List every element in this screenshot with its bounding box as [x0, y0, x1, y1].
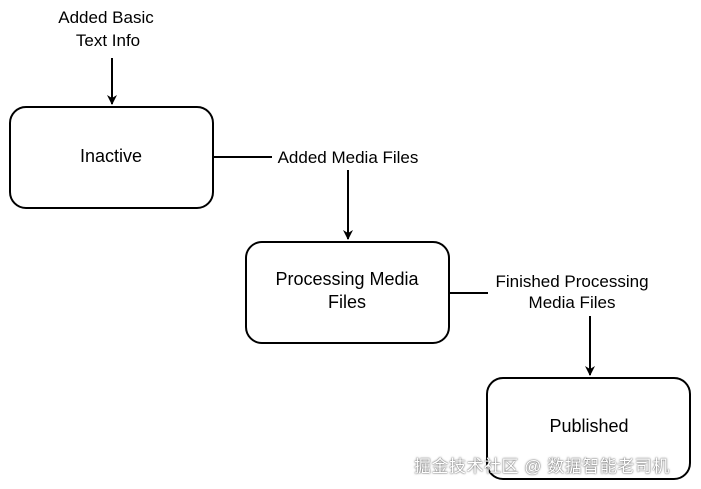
state-published-label: Published [549, 416, 628, 436]
edge-label-finished-processing-line1: Finished Processing [495, 272, 648, 291]
state-inactive-label: Inactive [80, 146, 142, 166]
edge-label-finished-processing-line2: Media Files [529, 293, 616, 312]
watermark: 掘金技术社区 @ 数据智能老司机 [414, 457, 670, 476]
edge-label-added-basic-text-info-line2: Text Info [76, 31, 140, 50]
state-processing-label-line2: Files [328, 292, 366, 312]
state-published [486, 377, 691, 480]
edge-label-added-basic-text-info-line1: Added Basic [58, 8, 154, 27]
state-processing-label-line1: Processing Media [275, 269, 419, 289]
edge-label-added-media-files: Added Media Files [278, 148, 419, 167]
